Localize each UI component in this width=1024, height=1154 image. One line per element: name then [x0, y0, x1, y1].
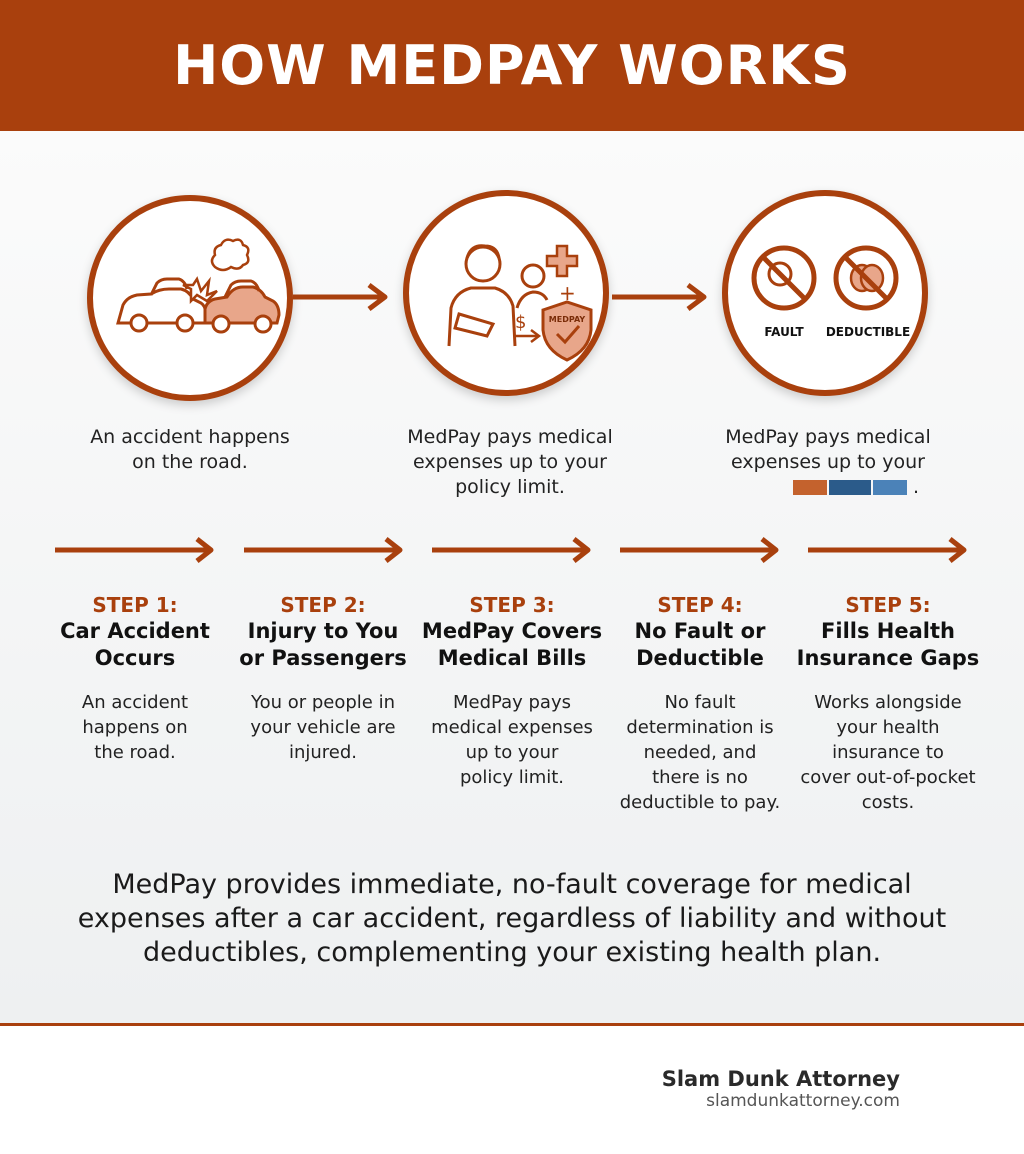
page-title: HOW MEDPAY WORKS [173, 34, 851, 97]
step-arrow-4 [620, 537, 779, 563]
caption-3-badge-row: . [708, 475, 948, 500]
caption-1: An accident happens on the road. [90, 426, 290, 473]
step-desc: Works alongside your health insurance to… [800, 692, 976, 813]
illustration-circle-3: FAULT DEDUCTIBLE [722, 190, 928, 396]
step-arrow-1 [55, 537, 214, 563]
no-fault-no-deductible-icon: FAULT DEDUCTIBLE [751, 245, 910, 339]
step-title: Injury to You or Passengers [239, 619, 407, 670]
illustration-circle-1 [87, 195, 293, 401]
step-label: STEP 1: [92, 593, 178, 617]
step-label: STEP 5: [845, 593, 931, 617]
flow-arrow-2 [612, 283, 707, 311]
step-label: STEP 4: [657, 593, 743, 617]
step-1: STEP 1: Car Accident Occurs An accident … [41, 592, 229, 765]
step-4: STEP 4: No Fault or Deductible No fault … [606, 592, 794, 815]
step-arrow-2 [244, 537, 403, 563]
step-title: No Fault or Deductible [634, 619, 766, 670]
car-crash-icon [116, 238, 281, 334]
policy-badge-icon [792, 480, 907, 495]
caption-3: MedPay pays medical expenses up to your … [708, 425, 948, 500]
step-title: MedPay Covers Medical Bills [421, 619, 603, 670]
caption-3-text: MedPay pays medical expenses up to your [725, 426, 931, 473]
step-2: STEP 2: Injury to You or Passengers You … [229, 592, 417, 765]
step-arrow-5 [808, 537, 967, 563]
flow-arrow-1 [293, 283, 388, 311]
step-desc: You or people in your vehicle are injure… [250, 692, 396, 763]
step-title: Fills Health Insurance Gaps [796, 619, 980, 670]
step-label: STEP 2: [280, 593, 366, 617]
step-5: STEP 5: Fills Health Insurance Gaps Work… [794, 592, 982, 815]
summary-text: MedPay provides immediate, no-fault cove… [77, 869, 947, 968]
header-banner: HOW MEDPAY WORKS [0, 0, 1024, 131]
svg-text:$: $ [515, 312, 526, 333]
step-title: Car Accident Occurs [60, 619, 210, 670]
fault-label: FAULT [764, 325, 804, 339]
step-desc: An accident happens on the road. [81, 692, 189, 763]
brand-block: Slam Dunk Attorney slamdunkattorney.com [662, 1067, 900, 1111]
injured-person-medpay-icon: + $ MEDPAY [447, 244, 593, 362]
step-3: STEP 3: MedPay Covers Medical Bills MedP… [418, 592, 606, 790]
step-label: STEP 3: [469, 593, 555, 617]
shield-label: MEDPAY [549, 315, 586, 324]
brand-url[interactable]: slamdunkattorney.com [706, 1091, 900, 1111]
deductible-label: DEDUCTIBLE [826, 325, 910, 339]
caption-2: MedPay pays medical expenses up to your … [407, 426, 613, 498]
svg-text:+: + [559, 281, 576, 305]
step-arrow-3 [432, 537, 591, 563]
footer [0, 1026, 1024, 1154]
brand-name: Slam Dunk Attorney [661, 1067, 900, 1091]
step-desc: No fault determination is needed, and th… [619, 692, 781, 813]
caption-3-suffix: . [913, 476, 920, 498]
illustration-circle-2: + $ MEDPAY [403, 190, 609, 396]
footer-divider [0, 1023, 1024, 1026]
step-desc: MedPay pays medical expenses up to your … [431, 692, 593, 788]
